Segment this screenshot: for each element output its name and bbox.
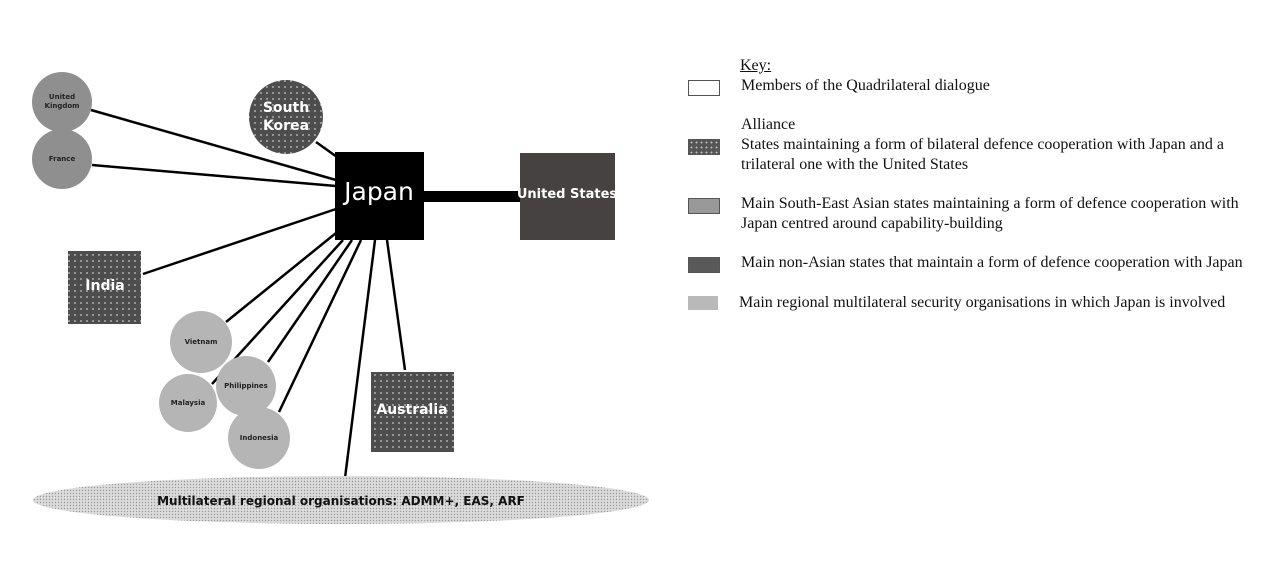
- vietnam-label: Vietnam: [185, 338, 218, 346]
- legend: Key: Members of the Quadrilateral dialog…: [688, 56, 1268, 333]
- swatch-quad: [688, 80, 720, 96]
- line-france: [91, 163, 337, 188]
- relationship-diagram: Multilateral regional organisations: ADM…: [32, 72, 649, 524]
- node-indonesia: [228, 407, 290, 469]
- legend-item-nonasian: Main non-Asian states that maintain a fo…: [688, 253, 1268, 273]
- france-label: France: [49, 155, 76, 163]
- node-uk: [32, 72, 92, 132]
- legend-text: Main South-East Asian states maintaining…: [741, 195, 1239, 232]
- swatch-nonasian: [688, 257, 720, 273]
- node-japan: [335, 152, 424, 240]
- indonesia-label: Indonesia: [240, 434, 279, 442]
- australia-label: Australia: [376, 402, 447, 418]
- legend-item-alliance: Alliance States maintaining a form of bi…: [688, 115, 1268, 175]
- line-vietnam: [225, 232, 337, 323]
- line-uk: [90, 108, 337, 182]
- node-malaysia: [159, 374, 217, 432]
- legend-item-sea: Main South-East Asian states maintaining…: [688, 194, 1268, 234]
- node-france: [32, 129, 92, 189]
- legend-text-alliance: Alliance: [741, 116, 796, 133]
- japan-label: Japan: [342, 177, 414, 206]
- legend-text: Alliance States maintaining a form of bi…: [741, 115, 1268, 175]
- node-south-korea: [249, 80, 323, 154]
- node-india: [68, 251, 141, 324]
- legend-item-multilateral: Main regional multilateral security orga…: [688, 292, 1268, 314]
- line-indonesia: [277, 239, 363, 413]
- swatch-sea: [688, 198, 720, 214]
- uk-label-1: United: [49, 93, 75, 101]
- south-korea-label-2: Korea: [263, 118, 309, 134]
- legend-title: Key:: [740, 57, 772, 74]
- swatch-alliance: [688, 139, 720, 155]
- legend-text-bilateral: States maintaining a form of bilateral d…: [741, 136, 1224, 173]
- line-south-korea: [315, 140, 338, 159]
- node-multilateral: [33, 476, 649, 524]
- malaysia-label: Malaysia: [171, 399, 206, 407]
- legend-text: Members of the Quadrilateral dialogue: [741, 77, 990, 94]
- line-multilateral: [343, 239, 377, 479]
- line-australia: [385, 239, 407, 371]
- line-philippines: [266, 239, 354, 363]
- india-label: India: [85, 278, 124, 294]
- node-united-states: [520, 153, 615, 240]
- swatch-multilateral: [688, 296, 718, 310]
- line-india: [142, 207, 337, 276]
- south-korea-label-1: South: [263, 100, 309, 116]
- node-australia: [371, 372, 454, 452]
- node-philippines: [216, 356, 276, 416]
- legend-text: Main non-Asian states that maintain a fo…: [741, 254, 1243, 271]
- philippines-label: Philippines: [224, 382, 268, 390]
- legend-text: Main regional multilateral security orga…: [739, 294, 1226, 311]
- legend-item-quad: Members of the Quadrilateral dialogue: [688, 76, 1268, 96]
- united-states-label: United States: [517, 187, 618, 202]
- uk-label-2: Kingdom: [45, 102, 80, 110]
- node-vietnam: [170, 311, 232, 373]
- alliance-bar: [424, 191, 521, 202]
- multilateral-label: Multilateral regional organisations: ADM…: [157, 494, 525, 508]
